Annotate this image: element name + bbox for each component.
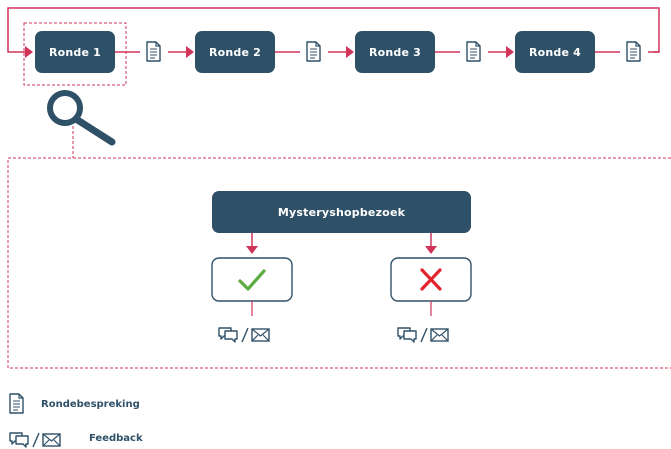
round-label: Ronde 2 [208, 45, 262, 59]
mystery-shop-visit-box: Mysteryshopbezoek [212, 191, 471, 233]
document-icon [466, 41, 481, 62]
highlight-frame [23, 22, 127, 86]
round-label: Ronde 4 [528, 45, 582, 59]
round-label: Ronde 1 [48, 45, 102, 59]
arrowhead [186, 46, 194, 58]
magnifier-icon [47, 90, 116, 146]
round-label: Ronde 3 [368, 45, 422, 59]
feedback-chat-mail-icon [218, 327, 270, 343]
arrowhead [246, 246, 258, 254]
document-icon [626, 41, 641, 62]
round-box-3: Ronde 3 [355, 31, 435, 73]
feedback-chat-mail-icon [397, 327, 449, 343]
legend-document-icon [9, 393, 24, 414]
legend-round-discussion-label: Rondebespreking [41, 399, 140, 410]
round-box-4: Ronde 4 [515, 31, 595, 73]
legend-chat-mail-icon [9, 432, 61, 448]
mystery-shop-visit-label: Mysteryshopbezoek [277, 205, 406, 219]
arrowhead [506, 46, 514, 58]
detail-frame [7, 157, 671, 369]
cross-icon [420, 268, 442, 291]
round-box-2: Ronde 2 [195, 31, 275, 73]
outcome-positive-box [211, 257, 293, 302]
document-icon [146, 41, 161, 62]
legend-feedback-label: Feedback [89, 433, 143, 444]
checkmark-icon [238, 269, 266, 291]
arrowhead [346, 46, 354, 58]
document-icon [306, 41, 321, 62]
arrowhead [425, 246, 437, 254]
loop-arrowhead [25, 46, 33, 58]
round-box-1: Ronde 1 [35, 31, 115, 73]
